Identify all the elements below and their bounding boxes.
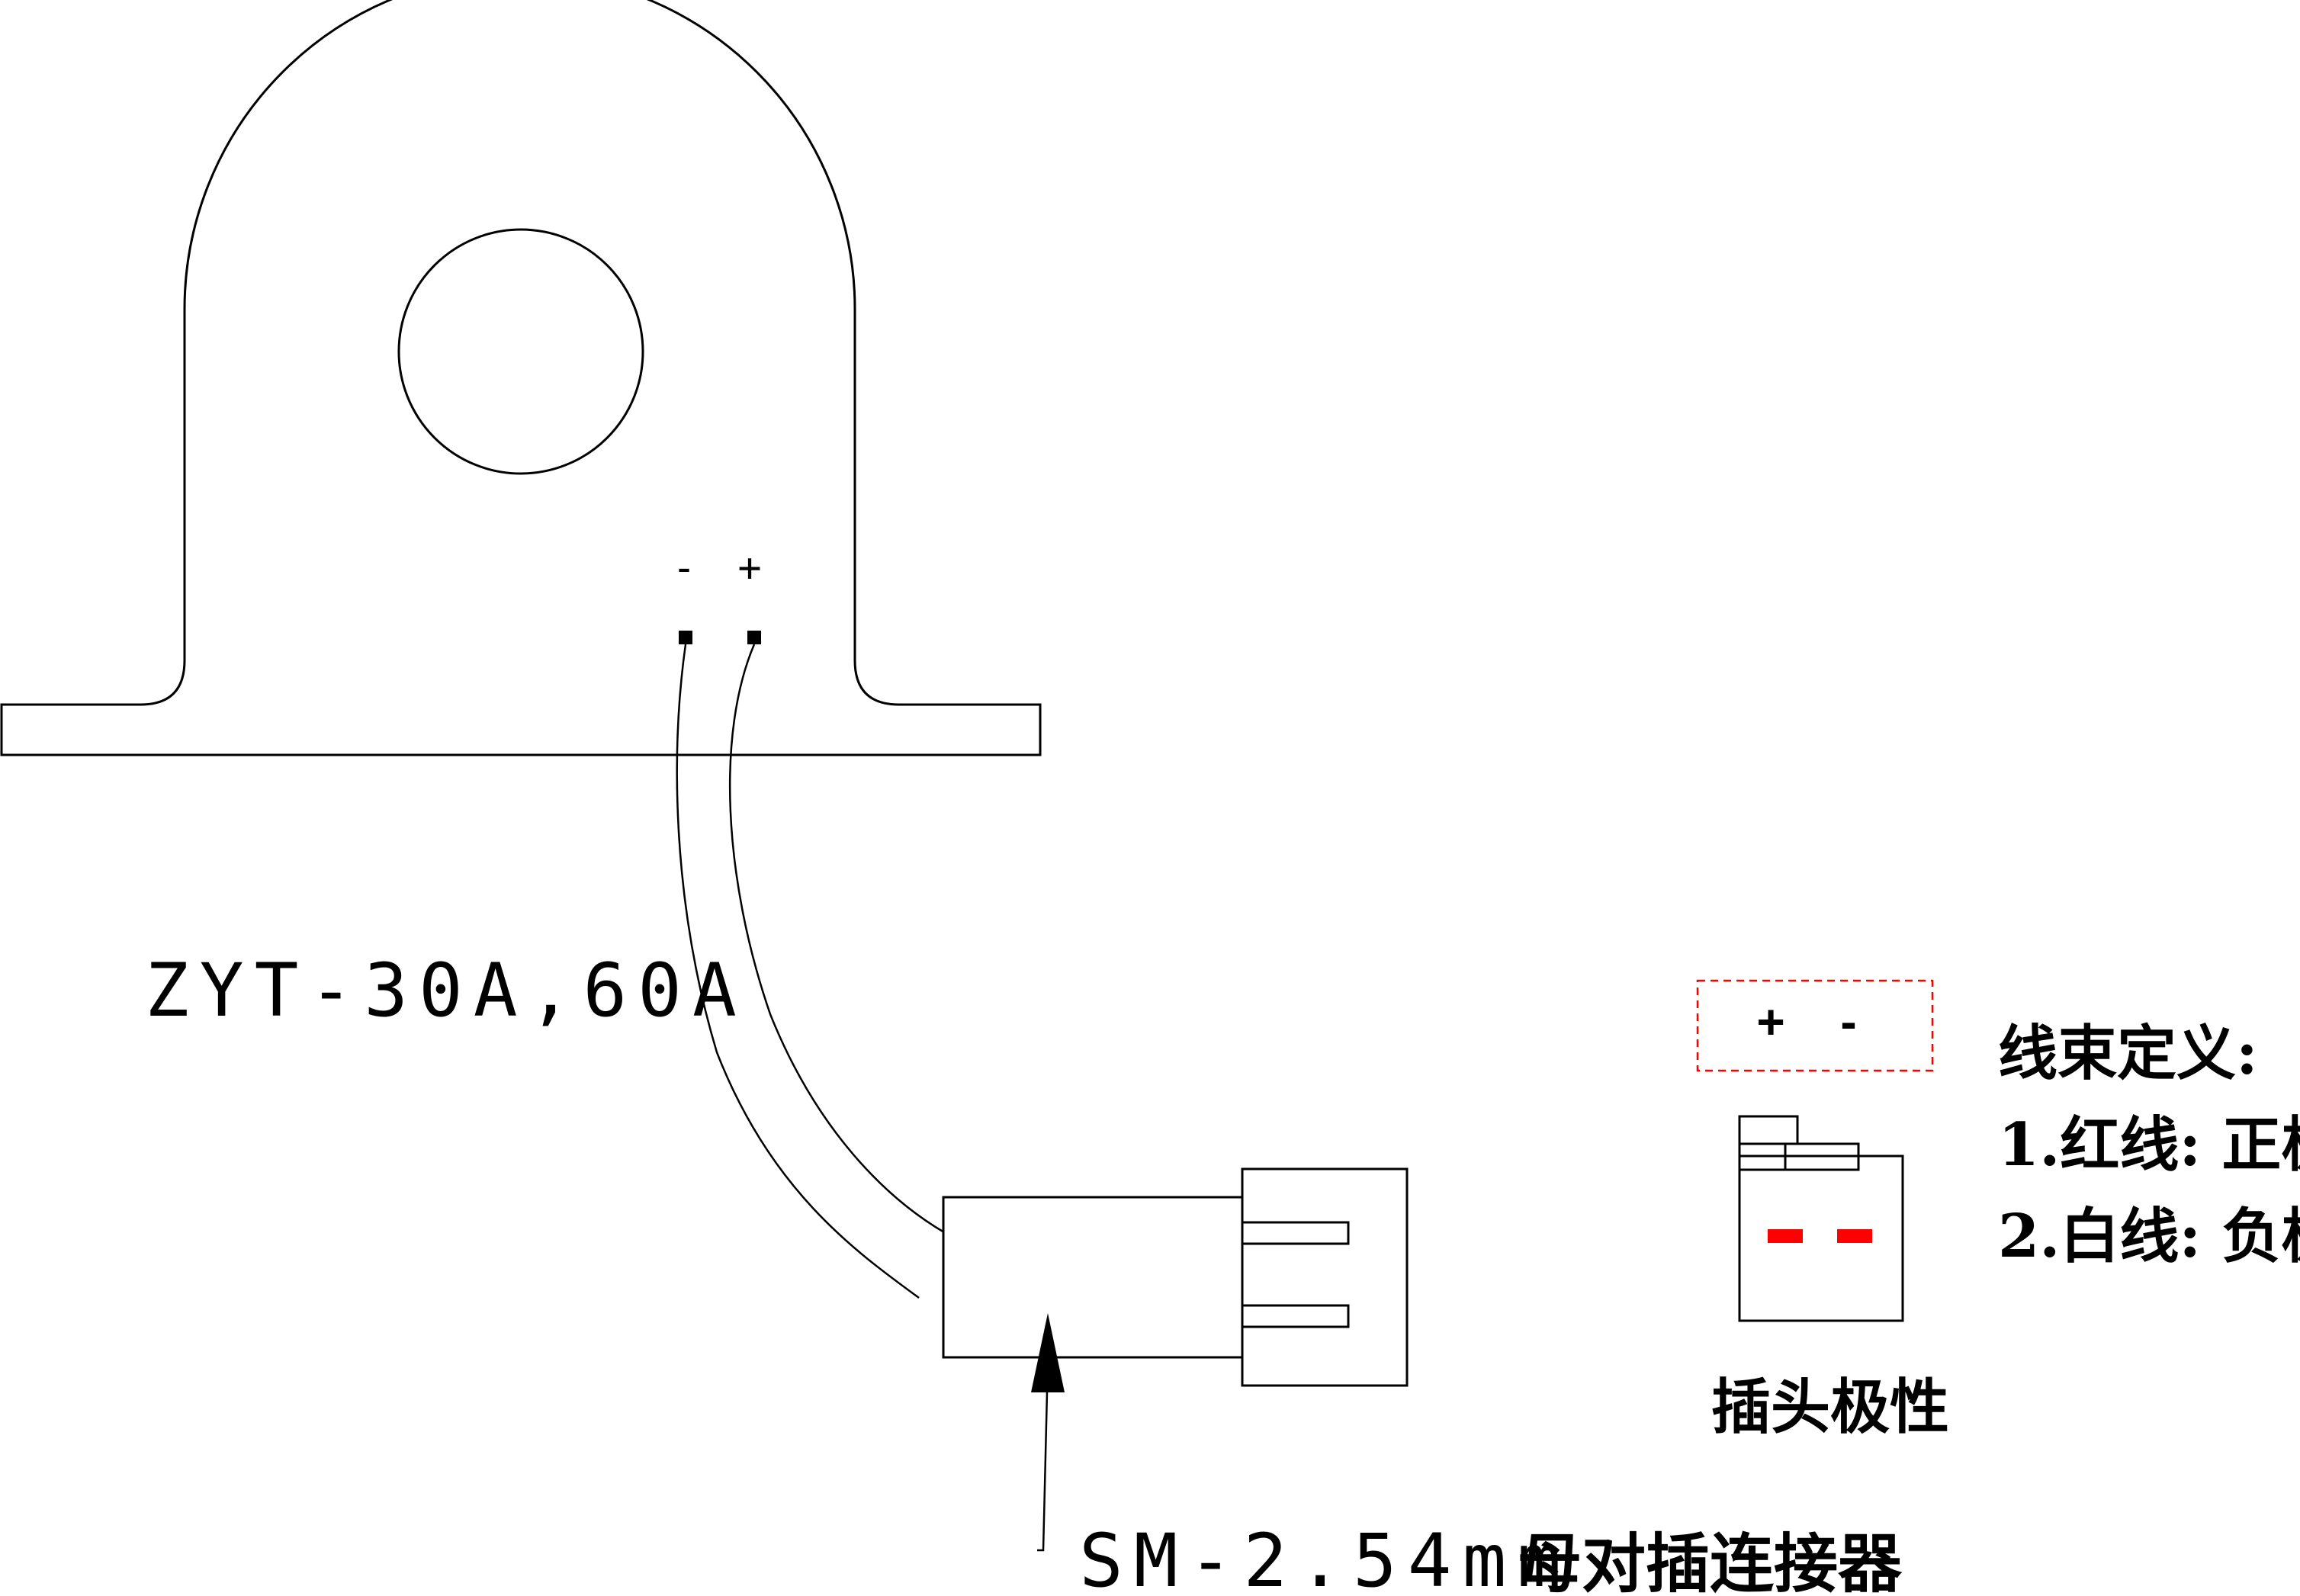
plug-pin-minus <box>1837 1229 1872 1243</box>
wire-lead-minus <box>676 644 920 1299</box>
sensor-model-label: ZYT-30A,60A <box>145 948 747 1033</box>
harness-definition-line-1: 1.红线: 正极 <box>1998 1110 2300 1180</box>
terminal-pad-plus <box>747 631 761 644</box>
connector-callout-arrow <box>1031 1313 1065 1552</box>
plug-polarity-frame <box>1696 979 1934 1072</box>
terminal-minus-label: - <box>672 545 695 591</box>
harness-definition-line-2: 2.白线: 负极 <box>1998 1202 2300 1271</box>
sensor-through-hole <box>397 228 644 475</box>
connector-callout-suffix: 母对插连接器 <box>1518 1526 1903 1596</box>
terminal-plus-label: + <box>737 545 761 591</box>
sensor-body-outline <box>0 0 1042 756</box>
wire-lead-plus <box>728 644 945 1234</box>
harness-definition-title: 线束定义: <box>1998 1019 2258 1088</box>
plug-pin-plus <box>1768 1229 1803 1243</box>
plug-polarity-plus: + <box>1756 994 1784 1049</box>
terminal-pad-minus <box>679 631 692 644</box>
connector-housing <box>942 1167 1409 1387</box>
plug-polarity-caption: 插头极性 <box>1711 1373 1949 1442</box>
connector-callout-prefix: SM-2.54mm <box>1079 1518 1572 1596</box>
plug-body <box>1738 1154 1904 1322</box>
plug-face-drawing <box>1738 1115 1860 1171</box>
plug-polarity-minus: - <box>1840 994 1856 1049</box>
